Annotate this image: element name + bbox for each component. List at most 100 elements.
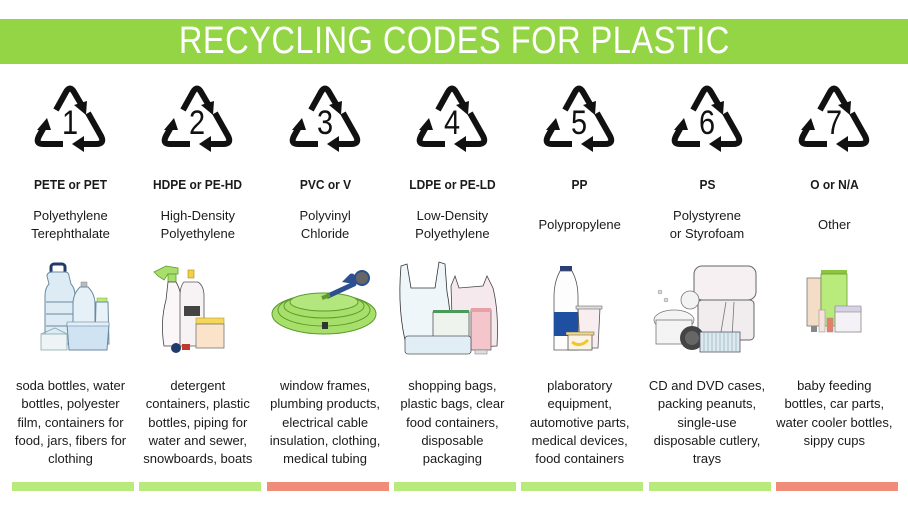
plastic-full-name: Other	[771, 216, 898, 234]
plastic-name-line: or Styrofoam	[669, 226, 745, 241]
use-line: window frames,	[279, 378, 371, 393]
plastic-name-line: Polypropylene	[538, 217, 621, 232]
recycling-symbol: 1	[29, 80, 111, 160]
plastic-name-line: Low-Density	[416, 208, 489, 223]
spray-and-detergent-bottles-icon	[153, 265, 225, 353]
plastic-abbreviation: PVC or V	[299, 177, 351, 192]
resin-code-number: 3	[316, 104, 333, 142]
use-line: containers, plastic	[145, 396, 250, 412]
use-line: plastic bags, clear	[400, 396, 505, 412]
plastic-name-line: Chloride	[300, 226, 350, 241]
common-uses: soda bottles, water bottles, polyester fil…	[7, 377, 134, 468]
recyclable-status-bar	[393, 482, 516, 491]
common-uses: CD and DVD cases, packing peanuts, single-…	[644, 377, 771, 468]
use-line: single-use	[677, 414, 737, 430]
title-banner: RECYCLING CODES FOR PLASTIC	[0, 19, 908, 64]
resin-code-number: 1	[61, 104, 79, 142]
plastic-bags-and-film-icon	[399, 261, 498, 355]
recycling-symbol: 3	[284, 80, 366, 160]
cosmetic-tubes-and-jars-illustration	[775, 252, 894, 362]
use-line: trays	[692, 451, 722, 467]
use-line: packaging	[422, 451, 483, 467]
common-uses: plaboratory equipment, automotive parts, me…	[516, 377, 643, 468]
use-line: bottles, car parts,	[784, 396, 885, 412]
recycling-triangle-icon	[671, 85, 742, 152]
use-line: packing peanuts,	[657, 396, 757, 412]
not-recyclable-status-bar	[775, 482, 898, 491]
use-line: water and sewer,	[148, 432, 247, 448]
use-line: insulation, clothing,	[269, 432, 381, 448]
plastic-name-line: Polyethylene	[160, 226, 236, 241]
plastic-abbreviation: PETE or PET	[33, 177, 108, 192]
use-line: detergent	[170, 378, 226, 393]
cosmetic-tubes-and-jars-icon	[806, 270, 862, 333]
use-line: water cooler bottles,	[776, 414, 893, 430]
use-line: equipment,	[547, 396, 612, 412]
plastic-name-line: Polyethylene	[33, 208, 108, 223]
plastic-name-line: Polyethylene	[415, 226, 490, 241]
resin-code-number: 2	[189, 104, 206, 142]
use-line: food containers,	[406, 414, 499, 430]
plastic-bags-and-film-illustration	[393, 252, 512, 362]
use-line: soda bottles, water	[15, 378, 126, 393]
resin-code-number: 4	[443, 104, 460, 142]
use-line: disposable cutlery,	[653, 432, 761, 448]
plastic-name-line: Other	[818, 217, 851, 232]
not-recyclable-status-bar	[266, 482, 389, 491]
recycling-symbol: 5	[538, 80, 620, 160]
use-line: electrical cable	[282, 414, 369, 430]
milk-bottle-and-yogurt-cups-illustration	[520, 252, 639, 362]
recycling-symbol: 7	[793, 80, 875, 160]
recycling-symbol: 6	[666, 80, 748, 160]
recycling-triangle-icon	[798, 85, 869, 152]
use-line: CD and DVD cases,	[648, 378, 766, 393]
use-line: disposable	[421, 432, 484, 448]
plastic-full-name: Polystyrene or Styrofoam	[644, 207, 771, 243]
recyclable-status-bar	[521, 482, 644, 491]
recycling-triangle-icon	[416, 85, 488, 152]
use-line: clothing	[48, 451, 93, 467]
water-bottles-and-containers-icon	[40, 262, 110, 351]
recycling-symbol: 2	[156, 80, 238, 160]
use-line: baby feeding	[797, 378, 872, 393]
plastic-full-name: Polypropylene	[516, 216, 643, 234]
use-line: shopping bags,	[408, 378, 497, 393]
plastic-abbreviation: HDPE or PE-HD	[153, 177, 243, 192]
plastic-name-line: Terephthalate	[31, 226, 110, 241]
recycling-triangle-icon	[161, 85, 233, 152]
use-line: food, jars, fibers for	[14, 432, 127, 448]
use-line: snowboards, boats	[143, 451, 253, 467]
use-line: bottles, polyester	[21, 396, 120, 412]
use-line: medical devices,	[531, 432, 628, 448]
common-uses: window frames, plumbing products, electric…	[262, 377, 389, 468]
common-uses: shopping bags, plastic bags, clear food co…	[389, 377, 516, 468]
plastic-name-line: Polystyrene	[673, 208, 741, 223]
resin-code-number: 5	[571, 104, 588, 142]
foam-trays-and-cd-case-icon	[653, 265, 756, 353]
use-line: automotive parts,	[529, 414, 630, 430]
recyclable-status-bar	[12, 482, 134, 491]
recycling-triangle-icon	[34, 85, 106, 152]
plastic-abbreviation: PP	[571, 177, 588, 192]
garden-hose-icon	[271, 270, 377, 335]
use-line: film, containers for	[17, 414, 124, 430]
common-uses: detergent containers, plastic bottles, pip…	[134, 377, 261, 468]
resin-code-number: 6	[698, 104, 715, 142]
use-line: plaboratory	[547, 378, 613, 393]
recyclable-status-bar	[648, 482, 771, 491]
plastic-abbreviation: O or N/A	[810, 177, 859, 192]
page-title: RECYCLING CODES FOR PLASTIC	[178, 20, 730, 62]
milk-bottle-and-yogurt-cups-icon	[553, 266, 603, 351]
common-uses: baby feeding bottles, car parts, water coo…	[771, 377, 898, 450]
use-line: bottles, piping for	[148, 414, 248, 430]
use-line: plumbing products,	[270, 396, 381, 412]
